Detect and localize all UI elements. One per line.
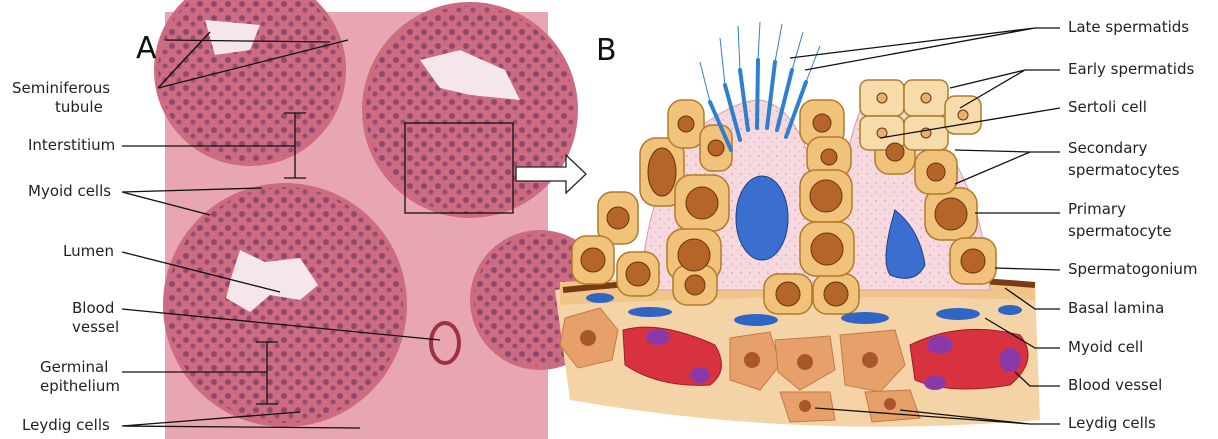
sertoli-nucleus-1 [736, 176, 788, 260]
label-germinal-line2: epithelium [40, 377, 120, 395]
label-secondary-line2: spermatocytes [1068, 161, 1180, 179]
schematic-panel-b: B [555, 22, 1040, 427]
label-basal-lamina: Basal lamina [1068, 299, 1164, 317]
label-blood-line1: Blood [72, 299, 114, 317]
label-spermatogonium: Spermatogonium [1068, 260, 1198, 278]
label-leydig-right: Leydig cells [1068, 414, 1156, 432]
label-interstitium: Interstitium [28, 136, 115, 154]
label-late-spermatids: Late spermatids [1068, 18, 1189, 36]
label-blood-vessel: Blood vessel [1068, 376, 1162, 394]
leader-spermatogonium [995, 268, 1060, 270]
label-germinal-line1: Germinal [40, 358, 108, 376]
label-primary-line1: Primary [1068, 200, 1126, 218]
micrograph-panel-a: A [136, 0, 610, 439]
label-blood-line2: vessel [72, 318, 119, 336]
label-secondary-line1: Secondary [1068, 139, 1148, 157]
leader-secondary-spermatocytes [955, 150, 1060, 184]
leader-late-spermatids [790, 28, 1060, 70]
panel-label-a: A [136, 31, 157, 66]
panel-label-b: B [596, 33, 617, 68]
label-primary-line2: spermatocyte [1068, 222, 1172, 240]
label-myoid-cells: Myoid cells [28, 182, 111, 200]
label-leydig-left: Leydig cells [22, 416, 110, 434]
label-myoid-cell: Myoid cell [1068, 338, 1143, 356]
label-seminiferous-line2: tubule [55, 98, 103, 116]
label-sertoli-cell: Sertoli cell [1068, 98, 1147, 116]
label-seminiferous-line1: Seminiferous [12, 79, 110, 97]
label-early-spermatids: Early spermatids [1068, 60, 1194, 78]
label-lumen: Lumen [63, 242, 114, 260]
